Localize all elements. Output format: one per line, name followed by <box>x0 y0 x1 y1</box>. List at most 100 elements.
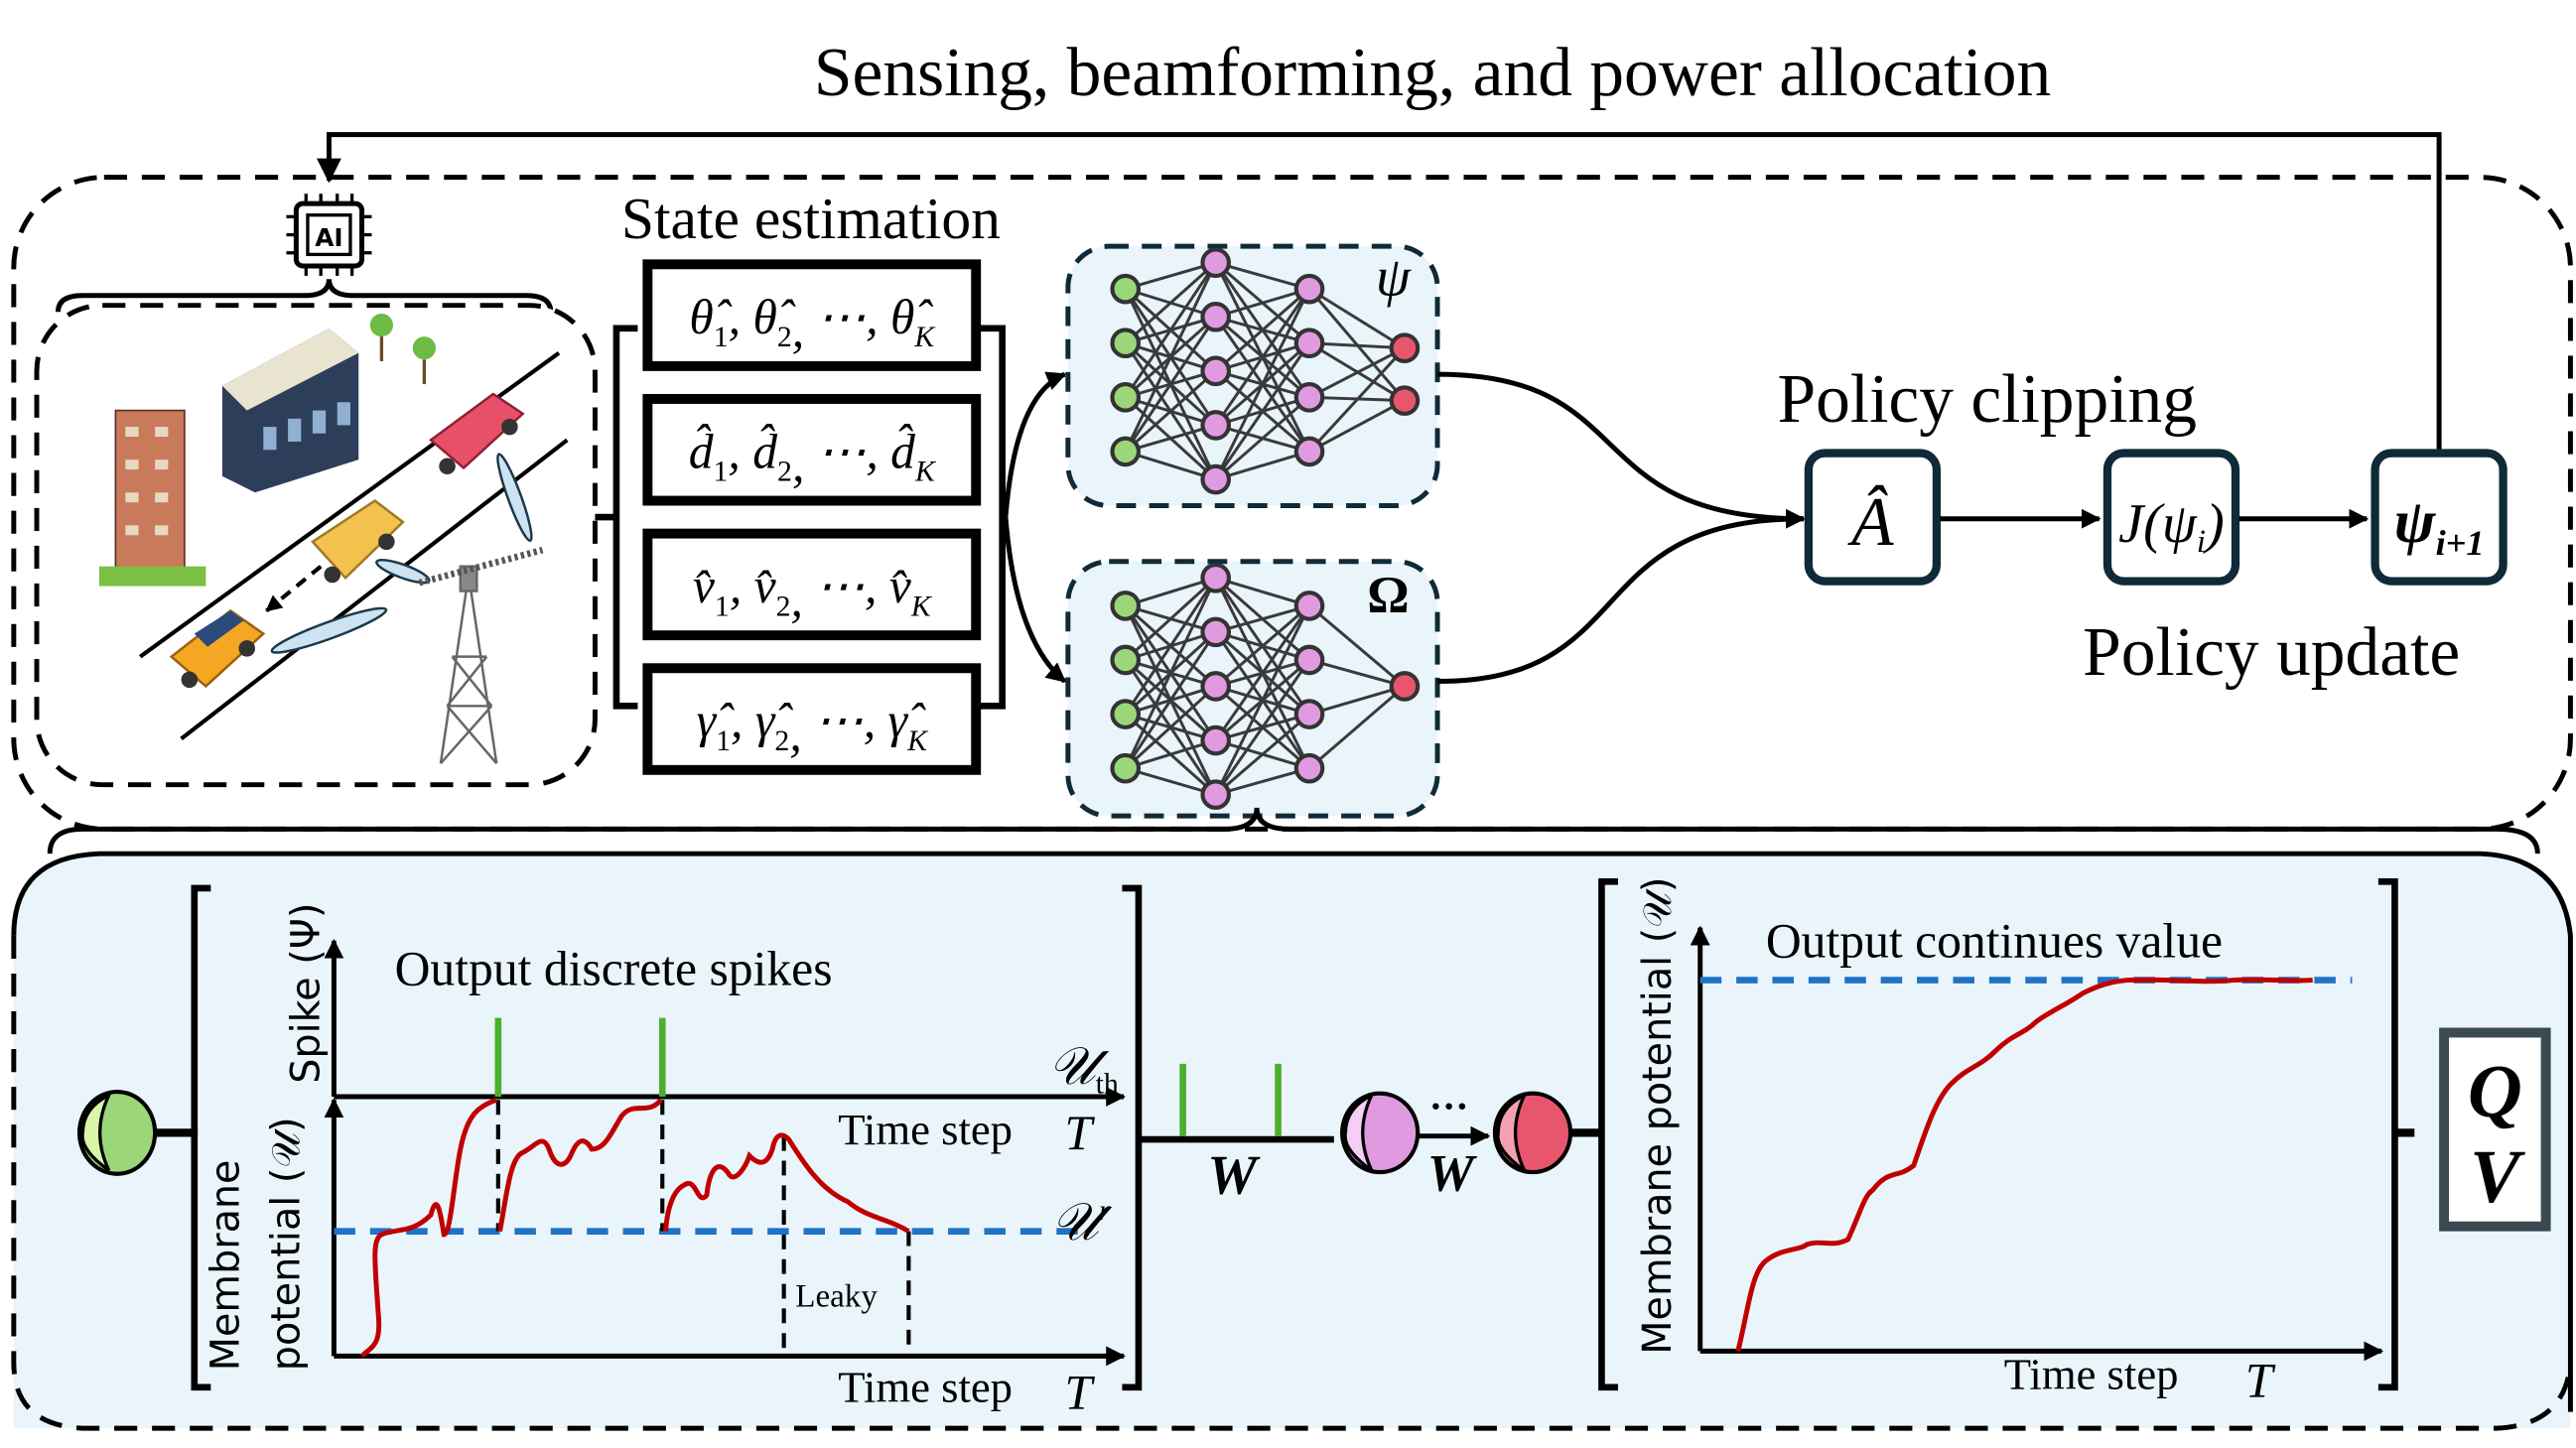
state-box: d̂1, d̂2, ⋯, d̂K <box>642 394 982 506</box>
nn-edge <box>1124 262 1218 453</box>
nn-edge <box>1215 287 1310 319</box>
nn-edge <box>1124 261 1217 344</box>
state-box-frame <box>642 394 982 506</box>
arrow-to-critic <box>1003 516 1067 684</box>
nn-edge <box>1214 604 1311 796</box>
arrow-to-actor <box>1003 371 1067 518</box>
nn-node <box>1293 699 1325 729</box>
weight-label-2: W <box>1427 1144 1478 1202</box>
nn-node <box>1200 562 1232 593</box>
diagram-title: Sensing, beamforming, and power allocati… <box>814 35 2051 111</box>
hidden-neuron-icon <box>1340 1091 1421 1175</box>
actor-to-advantage-curve <box>1437 371 1806 529</box>
tree-icon <box>369 313 436 385</box>
nn-node <box>1389 332 1421 363</box>
x-symbol-bottom: T <box>1065 1365 1096 1419</box>
spike-chart-title: Output discrete spikes <box>395 942 833 996</box>
nn-edge <box>1125 766 1217 797</box>
nn-edge <box>1124 261 1217 399</box>
value-chart: Output continues value Membrane potentia… <box>1635 877 2384 1408</box>
spike-chart: Output discrete spikes Spike (Ψ) Membran… <box>203 903 1127 1419</box>
nn-edge <box>1308 287 1406 349</box>
value-chart-left-bracket <box>1598 877 1618 1391</box>
nn-node <box>1389 671 1421 702</box>
state-box-frame <box>642 663 982 775</box>
nn-node <box>1110 591 1142 621</box>
nn-edge <box>1125 738 1217 770</box>
nn-edge <box>1215 576 1310 607</box>
state-box: γ̂1, γ̂2, ⋯, γ̂K <box>642 663 982 775</box>
nn-edge <box>1308 658 1406 688</box>
next-policy-symbol: ψi+1 <box>2394 486 2485 563</box>
output-neuron-icon <box>1492 1091 1573 1175</box>
actor-network <box>1110 247 1421 495</box>
nn-node <box>1200 724 1232 756</box>
value-chart-title: Output continues value <box>1766 913 2223 968</box>
nn-edge <box>1215 261 1310 291</box>
snn-panel-top-border <box>11 851 2573 1412</box>
nn-edge <box>1215 603 1310 634</box>
state-box-text: θ̂1, θ̂2, ⋯, θ̂K <box>689 290 936 357</box>
state-box-text: v̂1, v̂2, ⋯, v̂K <box>693 559 933 626</box>
base-station-tower-icon <box>418 546 544 765</box>
nn-edge <box>1214 288 1310 372</box>
nn-edge <box>1124 316 1217 453</box>
policy-update-label: Policy update <box>2083 614 2460 691</box>
office-building-icon <box>221 328 359 493</box>
nn-edge <box>1214 604 1311 741</box>
state-box: v̂1, v̂2, ⋯, v̂K <box>642 528 982 641</box>
nn-edge <box>1124 369 1217 454</box>
nn-node <box>1293 273 1325 305</box>
nn-edge <box>1124 631 1217 769</box>
spike-chart-left-bracket <box>191 884 211 1391</box>
building-icon <box>98 409 206 587</box>
nn-edge <box>1215 766 1310 797</box>
next-policy-box <box>2371 449 2508 586</box>
q-output-label: Q <box>2468 1050 2522 1133</box>
ai-chip-icon: AI <box>286 194 372 276</box>
v-output-label: V <box>2470 1135 2525 1219</box>
nn-node <box>1110 328 1142 359</box>
advantage-box <box>1804 449 1942 586</box>
snn-panel-dashed-border <box>11 935 2573 1431</box>
nn-edge <box>1214 396 1310 481</box>
x-label-bottom: Time step <box>838 1363 1013 1412</box>
nn-node <box>1293 382 1325 413</box>
nn-node <box>1200 355 1232 387</box>
value-chart-x-label: Time step <box>2004 1349 2179 1398</box>
state-box-text: d̂1, d̂2, ⋯, d̂K <box>689 422 937 491</box>
right-bracket <box>979 325 1006 710</box>
nn-node <box>1110 644 1142 676</box>
nn-edge <box>1124 577 1217 716</box>
nn-node <box>1389 385 1421 416</box>
objective-box <box>2102 449 2240 586</box>
nn-node <box>1293 752 1325 784</box>
vehicular-scene-illustration <box>98 313 569 765</box>
nn-edge <box>1124 685 1217 770</box>
nn-edge <box>1214 341 1311 480</box>
nn-edge <box>1124 577 1218 769</box>
nn-node <box>1200 247 1232 278</box>
nn-edge <box>1308 685 1406 770</box>
feedback-arrow <box>317 132 2442 452</box>
nn-node <box>1110 382 1142 413</box>
nn-edge <box>1124 577 1217 662</box>
nn-edge <box>1308 685 1406 717</box>
q-v-output-box <box>2439 1027 2551 1232</box>
orange-car-icon <box>169 608 266 689</box>
nn-edge <box>1214 288 1311 480</box>
weight-label: W <box>1207 1145 1261 1207</box>
state-box: θ̂1, θ̂2, ⋯, θ̂K <box>642 259 982 371</box>
critic-expansion-brace <box>47 807 2540 855</box>
input-neuron-icon <box>76 1089 158 1176</box>
value-chart-y-label: Membrane potential (𝒰) <box>1635 877 1681 1355</box>
nn-node <box>1293 436 1325 467</box>
objective-symbol: J(ψi) <box>2118 493 2225 560</box>
advantage-symbol: Â <box>1847 484 1894 561</box>
nn-node <box>1293 328 1325 359</box>
nn-node <box>1293 591 1325 621</box>
left-bracket <box>612 325 638 710</box>
nn-edge <box>1214 713 1310 796</box>
state-estimation-label: State estimation <box>621 186 1001 251</box>
nn-node <box>1200 671 1232 702</box>
